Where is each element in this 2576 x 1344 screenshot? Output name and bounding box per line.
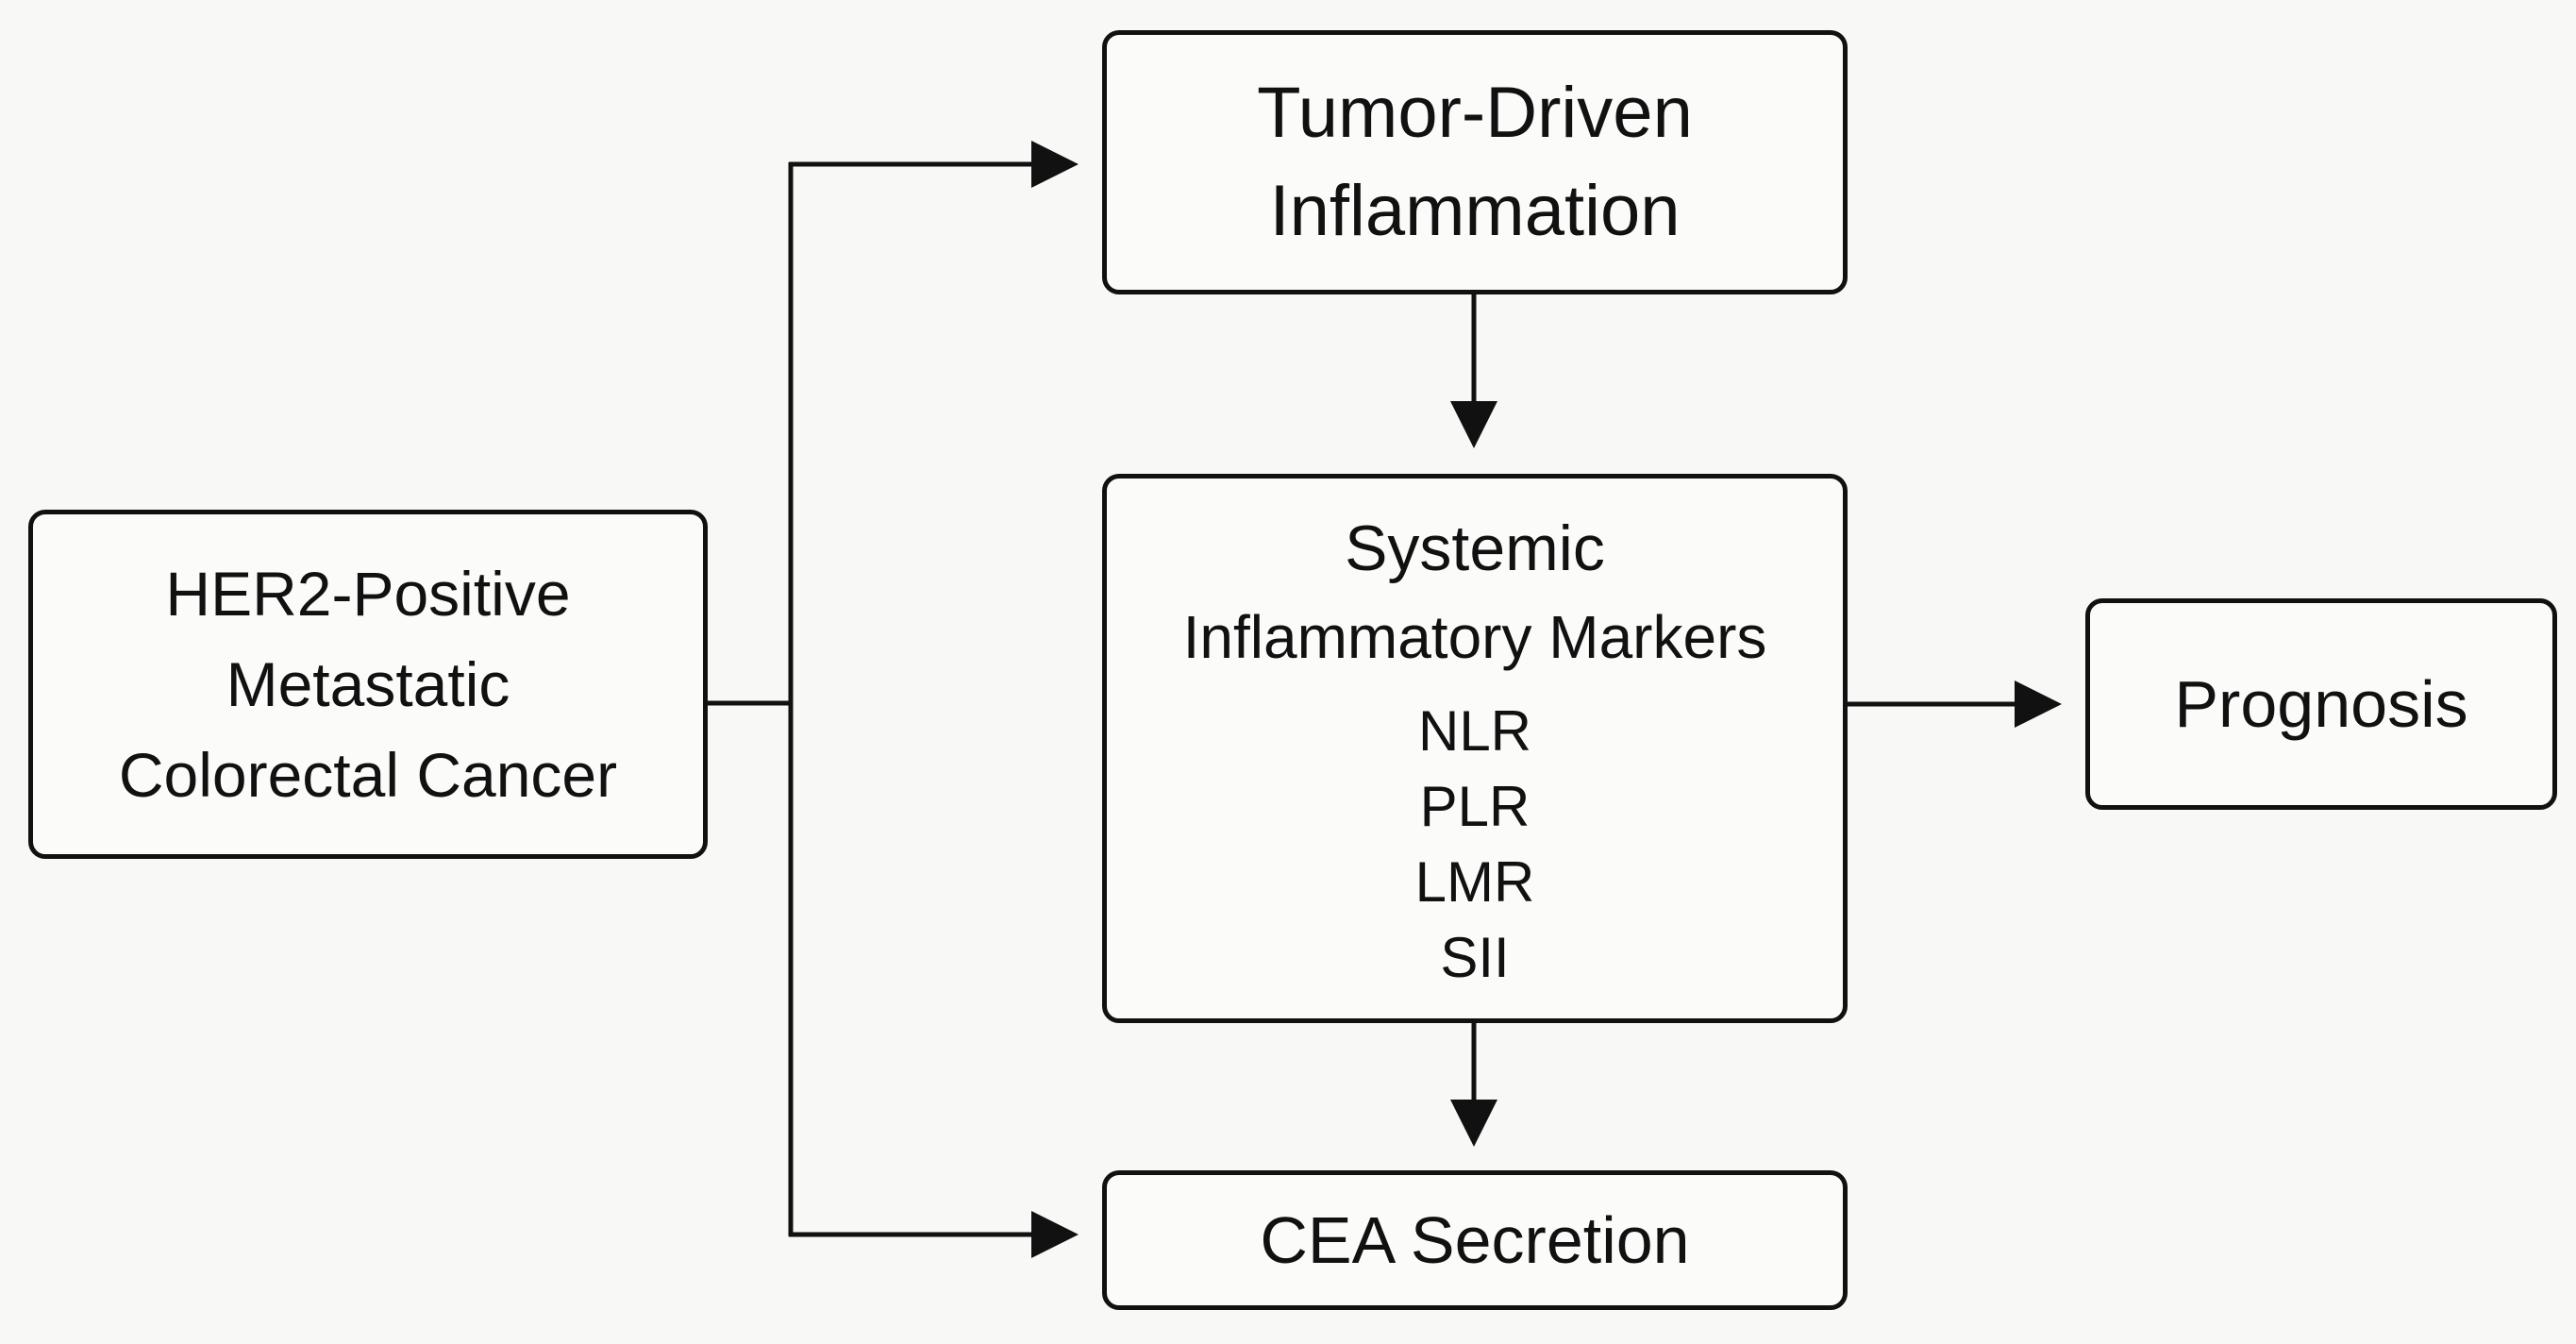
her2-line-3: Colorectal Cancer (118, 740, 618, 810)
her2-line-1: HER2-Positive (165, 559, 571, 629)
node-prognosis: Prognosis (2085, 598, 2557, 810)
marker-item-sii: SII (1440, 926, 1510, 989)
her2-line-2: Metastatic (226, 649, 510, 719)
node-systemic-inflammatory-markers: Systemic Inflammatory Markers NLR PLR LM… (1102, 474, 1848, 1023)
markers-subtitle: Inflammatory Markers (1182, 603, 1767, 671)
node-her2-positive-mcrc: HER2-Positive Metastatic Colorectal Canc… (28, 510, 708, 859)
marker-item-nlr: NLR (1417, 699, 1532, 763)
markers-title: Systemic (1345, 512, 1605, 584)
prognosis-label: Prognosis (2174, 667, 2468, 741)
marker-item-plr: PLR (1419, 775, 1531, 838)
tumor-line-2: Inflammation (1269, 171, 1681, 251)
node-cea-secretion: CEA Secretion (1102, 1170, 1848, 1310)
markers-list: NLR PLR LMR SII (1415, 694, 1535, 996)
tumor-line-1: Tumor-Driven (1257, 73, 1693, 153)
marker-item-lmr: LMR (1414, 850, 1535, 914)
cea-label: CEA Secretion (1260, 1203, 1690, 1277)
node-tumor-driven-inflammation: Tumor-Driven Inflammation (1102, 30, 1848, 294)
